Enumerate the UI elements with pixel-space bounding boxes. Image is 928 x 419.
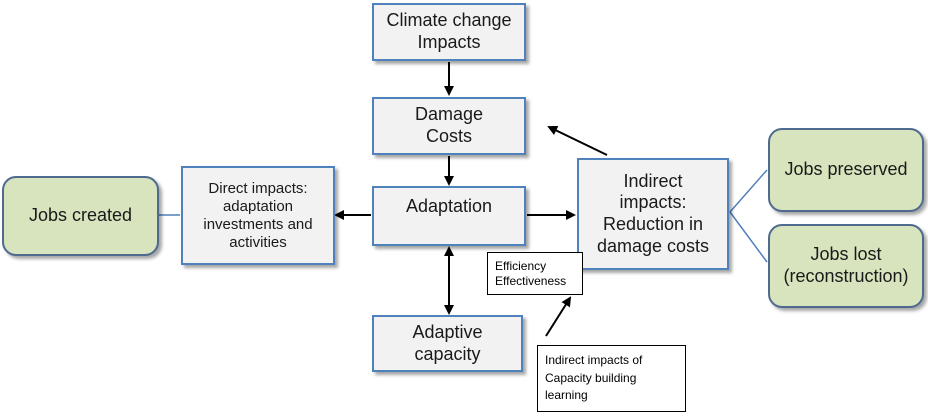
jobs-lost-box: Jobs lost (reconstruction) [768,224,924,308]
capacity-building-box: Indirect impacts of Capacity building le… [537,345,686,412]
jobs-lost-line-1: Jobs lost [810,244,882,265]
adaptation-box: Adaptation [372,186,526,246]
adaptation-label: Adaptation [405,196,493,216]
jobs-lost-line-2: (reconstruction) [783,266,909,286]
connector-jobs-preserved [729,169,768,213]
efficiency-line-1: Efficiency [495,259,547,274]
jobs-preserved-box: Jobs preserved [768,128,924,212]
adaptive-capacity-line-1: Adaptive [412,321,483,342]
indirect-impacts-line-4: damage costs [596,235,710,256]
climate-change-line-2: Impacts [417,32,481,52]
climate-change-line-1: Climate change [386,10,512,31]
direct-impacts-line-2: adaptation [222,197,294,215]
direct-impacts-line-1: Direct impacts: [208,179,308,197]
arrow-capacity-to-efficiency [545,296,572,337]
damage-costs-line-2: Costs [425,126,472,146]
jobs-preserved-label: Jobs preserved [784,159,908,180]
direct-impacts-line-3: investments and [203,215,313,233]
adaptive-capacity-line-2: capacity [414,343,481,364]
direct-impacts-box: Direct impacts: adaptation investments a… [181,166,335,265]
capacity-building-line-1: Indirect impacts of [545,353,643,368]
jobs-created-box: Jobs created [2,176,159,256]
indirect-impacts-line-1: Indirect [623,170,683,191]
climate-change-box: Climate change Impacts [372,3,526,61]
indirect-impacts-line-3: Reduction in [602,214,704,234]
capacity-building-line-2: Capacity building [545,370,637,385]
damage-costs-box: Damage Costs [372,97,526,155]
direct-impacts-line-4: activities [229,233,287,251]
connector-jobs-lost [729,211,768,263]
arrow-indirect-to-damage [547,125,608,156]
adaptive-capacity-box: Adaptive capacity [372,315,523,372]
damage-costs-line-1: Damage [414,104,484,125]
efficiency-box: Efficiency Effectiveness [487,252,583,295]
indirect-impacts-box: Indirect impacts: Reduction in damage co… [577,158,729,270]
capacity-building-line-3: learning [545,388,588,403]
indirect-impacts-line-2: impacts: [619,192,687,213]
efficiency-line-2: Effectiveness [495,273,567,288]
jobs-created-label: Jobs created [28,205,133,226]
